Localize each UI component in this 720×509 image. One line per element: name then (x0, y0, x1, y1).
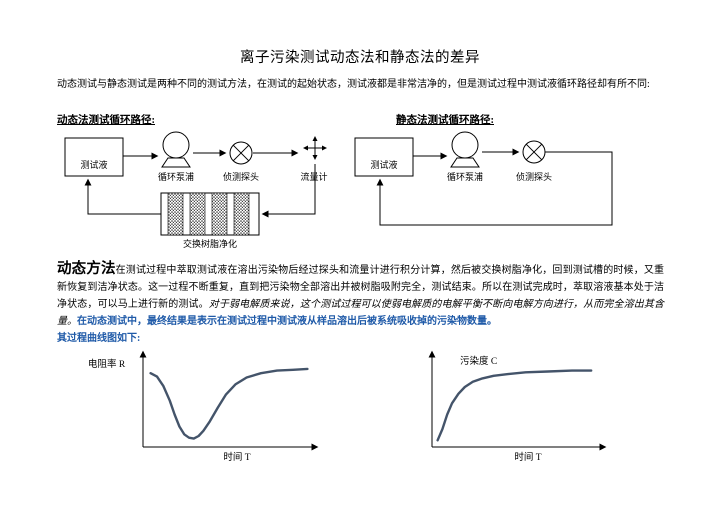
tank-label-bg (69, 156, 119, 172)
tank-label: 测试液 (370, 159, 397, 170)
body-text-italic: 对于弱电解质来说，这个测试过程可以使弱电解质的电解平衡不断向电解方向进行，从而完… (57, 299, 665, 327)
resistivity-chart: 电阻率 R 时间 T (88, 350, 319, 463)
tank-label: 测试液 (80, 159, 107, 170)
probe-label: 侦测探头 (516, 171, 552, 182)
probe-label: 侦测探头 (223, 171, 259, 182)
resistivity-curve (149, 367, 309, 440)
pump-label: 循环泵浦 (447, 171, 483, 182)
return-arrow (376, 151, 613, 226)
dynamic-loop-diagram: 测试液 循环泵浦 侦测探头 流量计 交换树脂净化 (64, 131, 328, 249)
y-axis-label: 污染度 C (460, 355, 497, 367)
resin-column (167, 192, 184, 236)
return-arrow (84, 178, 161, 215)
pump-label: 循环泵浦 (158, 171, 194, 182)
static-loop-diagram: 测试液 循环泵浦 侦测探头 (354, 131, 613, 226)
pump-icon (451, 131, 479, 159)
body-text-normal: 在测试过程中萃取测试液在溶出污染物后经过探头和流量计进行积分计算，然后被交换树脂… (57, 265, 665, 310)
pump-base (450, 157, 480, 168)
body-lead: 动态方法 (57, 261, 116, 277)
flow-arrow (261, 164, 316, 218)
probe-x (232, 144, 250, 162)
contamination-curve (436, 369, 593, 442)
pump-icon (162, 131, 190, 159)
body-paragraph: 动态方法在测试过程中萃取测试液在溶出污染物后经过探头和流量计进行积分计算，然后被… (57, 261, 664, 347)
pump-base (161, 157, 191, 168)
contamination-chart: 污染度 C 时间 T (428, 350, 607, 463)
flow-meter-icon (303, 136, 327, 160)
intro-paragraph: 动态测试与静态测试是两种不同的测试方法，在测试的起始状态，测试液都是非常洁净的，… (57, 79, 650, 90)
x-axis-label: 时间 T (223, 451, 250, 463)
tank-label-bg (359, 156, 409, 172)
resin-column (189, 192, 206, 236)
probe-x (525, 143, 543, 161)
document-title: 离子污染测试动态法和静态法的差异 (240, 50, 480, 66)
resin-label: 交换树脂净化 (183, 238, 237, 249)
x-axis-label: 时间 T (514, 451, 541, 463)
resin-column (211, 192, 228, 236)
resin-column (233, 192, 250, 236)
y-axis-label: 电阻率 R (88, 358, 126, 370)
flowmeter-label: 流量计 (300, 171, 327, 182)
static-path-heading: 静态法测试循环路径: (396, 115, 494, 126)
body-text-blue-tail: 其过程曲线图如下: (57, 333, 141, 344)
dynamic-path-heading: 动态法测试循环路径: (57, 115, 155, 126)
body-text-blue: 在动态测试中，最终结果是表示在测试过程中测试液从样品溶出后被系统吸收掉的污染物数… (77, 316, 497, 327)
